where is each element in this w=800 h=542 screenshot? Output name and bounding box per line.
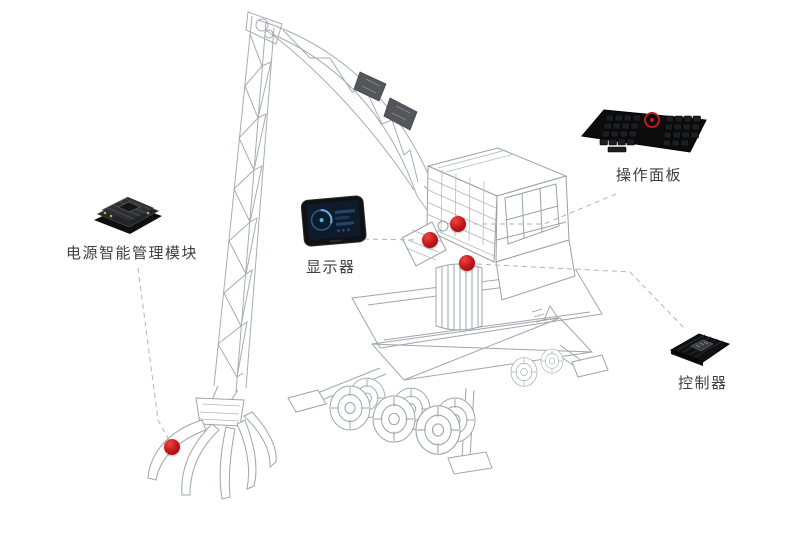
power-module-photo (88, 180, 168, 247)
hotspot-controller[interactable] (459, 255, 475, 271)
hotspot-power-module[interactable] (164, 439, 180, 455)
pedestal-cylinder (435, 263, 483, 331)
cab-windows (496, 183, 567, 245)
keypad-panel-photo (580, 100, 708, 167)
hotspot-display[interactable] (422, 232, 438, 248)
connector-controller (476, 263, 687, 331)
grab-claw (147, 385, 277, 500)
label-controller: 控制器 (678, 375, 728, 392)
label-power-module: 电源智能管理模块 (66, 245, 199, 262)
label-control-panel: 操作面板 (616, 167, 683, 184)
machine-house (426, 147, 576, 301)
connector-power-module (137, 267, 171, 443)
label-display: 显示器 (306, 259, 356, 276)
connector-control-panel (474, 193, 617, 225)
controller-module-photo (667, 324, 733, 375)
house-grille (426, 149, 515, 257)
undercarriage (287, 317, 609, 475)
tablet-display-photo (300, 194, 369, 254)
body-marking (531, 305, 559, 323)
hotspot-control-panel[interactable] (450, 216, 466, 232)
boom-vertical-lattice (213, 11, 283, 393)
connector-display (363, 238, 419, 241)
boom-cylinder-blocks (353, 71, 418, 131)
